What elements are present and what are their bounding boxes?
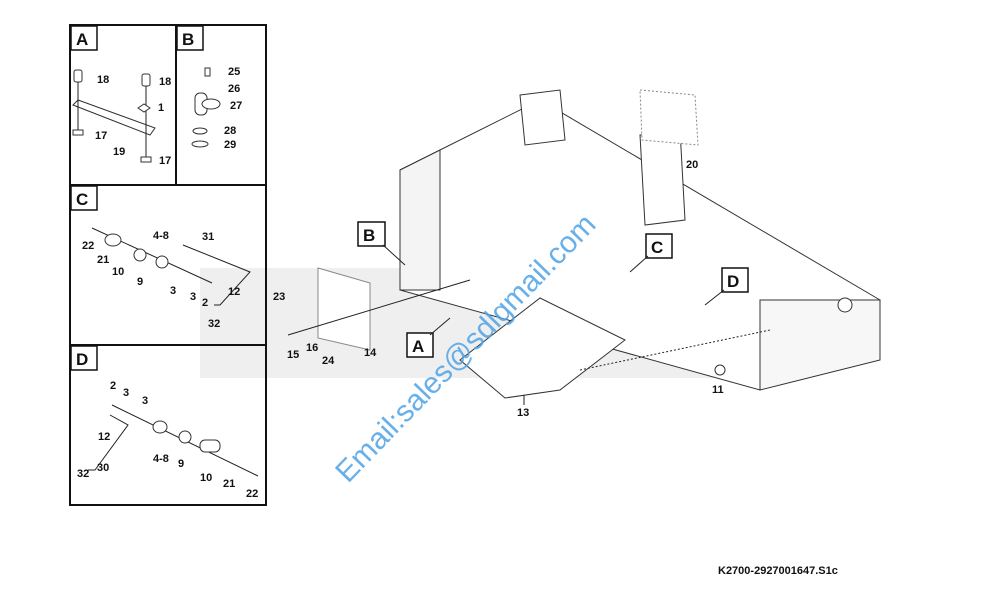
panel-title-d: D — [76, 350, 88, 369]
part-label: 27 — [230, 100, 242, 112]
detail-panel-frames — [69, 24, 267, 506]
part-label: 29 — [224, 139, 236, 151]
callout-b: B — [363, 226, 375, 245]
part-label: 3 — [170, 285, 176, 297]
callout-c: C — [651, 238, 663, 257]
part-label: 3 — [123, 387, 129, 399]
part-label: 1 — [158, 102, 164, 114]
main-labels: 20 13 11 23 15 16 14 24 — [273, 159, 724, 419]
part-label: 31 — [202, 231, 214, 243]
panel-title-c: C — [76, 190, 88, 209]
machine-frame-drawing — [287, 89, 881, 399]
part-label: 18 — [159, 76, 171, 88]
part-label: 25 — [228, 66, 240, 78]
part-label: 2 — [202, 297, 208, 309]
panel-a-labels: 18 18 1 17 19 17 — [95, 74, 171, 167]
part-label: 28 — [224, 125, 236, 137]
panel-title-b: B — [182, 30, 194, 49]
part-label: 22 — [246, 488, 258, 500]
part-label: 3 — [142, 395, 148, 407]
part-label: 17 — [95, 130, 107, 142]
drawing-code: K2700-2927001647.S1c — [718, 565, 838, 577]
part-label: 4-8 — [153, 230, 169, 242]
part-label: 26 — [228, 83, 240, 95]
part-label: 21 — [223, 478, 235, 490]
part-label: 10 — [200, 472, 212, 484]
part-label: 16 — [306, 342, 318, 354]
part-label: 24 — [322, 355, 335, 367]
detail-panel-d: D 2 3 3 12 32 30 4-8 9 10 21 22 — [70, 345, 259, 500]
part-label: 32 — [208, 318, 220, 330]
panel-title-a: A — [76, 30, 88, 49]
pin-assembly-drawing-d — [88, 404, 259, 477]
callout-d: D — [727, 272, 739, 291]
part-label: 4-8 — [153, 453, 169, 465]
part-label: 21 — [97, 254, 109, 266]
part-label: 11 — [712, 384, 724, 396]
part-label: 17 — [159, 155, 171, 167]
part-label: 32 — [77, 468, 89, 480]
part-label: 10 — [112, 266, 124, 278]
part-label: 20 — [686, 159, 698, 171]
part-label: 9 — [178, 458, 184, 470]
detail-panel-c: C 22 21 10 9 4-8 31 3 3 2 12 32 — [70, 185, 251, 330]
part-label: 14 — [364, 347, 377, 359]
link-bar-drawing — [72, 69, 156, 163]
part-label: 19 — [113, 146, 125, 158]
detail-panel-a: A 18 18 1 17 19 17 — [70, 25, 171, 167]
part-label: 13 — [517, 407, 529, 419]
part-label: 23 — [273, 291, 285, 303]
part-label: 22 — [82, 240, 94, 252]
part-label: 12 — [98, 431, 110, 443]
part-label: 9 — [137, 276, 143, 288]
pin-assembly-drawing-c — [91, 227, 251, 306]
part-label: 15 — [287, 349, 299, 361]
part-label: 3 — [190, 291, 196, 303]
main-callouts: B A C D — [357, 221, 749, 358]
bracket-drawing — [191, 67, 221, 148]
detail-panel-b: B 25 26 27 28 29 — [176, 25, 242, 151]
part-label: 2 — [110, 380, 116, 392]
part-label: 30 — [97, 462, 109, 474]
part-label: 12 — [228, 286, 240, 298]
callout-a: A — [412, 337, 424, 356]
part-label: 18 — [97, 74, 109, 86]
